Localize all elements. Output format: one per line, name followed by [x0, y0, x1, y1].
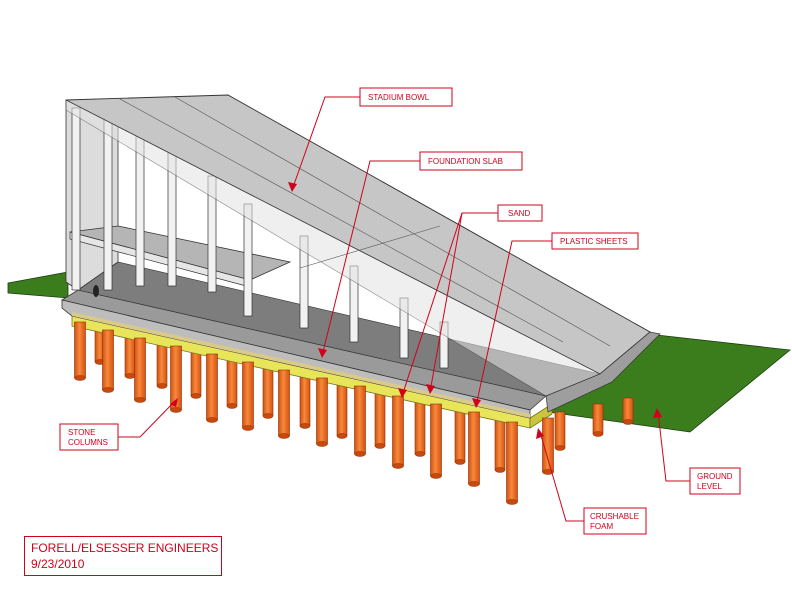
frame-column [103, 117, 113, 291]
stone-column [336, 377, 348, 439]
label-foundation-slab: FOUNDATION SLAB [428, 157, 503, 166]
person-figure [93, 285, 99, 297]
ground-plane-left [7, 271, 69, 299]
stone-column [134, 337, 146, 403]
callout-crushable-foam: CRUSHABLE FOAM [536, 428, 647, 535]
stone-column [622, 397, 634, 425]
stone-column [74, 321, 86, 381]
stone-column [242, 361, 254, 431]
label-sand: SAND [508, 209, 530, 218]
callout-ground-level: GROUND LEVEL [653, 408, 741, 495]
stone-column [392, 395, 404, 469]
bowl-seam-1 [119, 98, 564, 343]
engineer-credit-box: FORELL/ELSESSER ENGINEERS 9/23/2010 [24, 536, 222, 576]
stone-column [170, 345, 182, 413]
label-stone-columns-line1: STONE [68, 428, 95, 437]
callout-stadium-bowl: STADIUM BOWL [288, 87, 453, 192]
stone-column [102, 329, 114, 393]
label-stadium-bowl: STADIUM BOWL [368, 93, 430, 102]
stone-column [554, 411, 566, 451]
sand-layer [72, 312, 530, 418]
label-stone-columns-line2: COLUMNS [68, 438, 108, 447]
credit-date: 9/23/2010 [31, 557, 85, 571]
stone-column [542, 417, 554, 475]
stone-columns-front [74, 321, 554, 505]
callout-sand: SAND [398, 204, 543, 398]
stone-column [506, 421, 518, 505]
bowl-seam-cross [299, 225, 441, 269]
firm-name: FORELL/ELSESSER ENGINEERS [31, 541, 219, 555]
stone-column [354, 385, 366, 457]
stone-column [190, 345, 202, 399]
frame-columns [71, 107, 449, 369]
label-crushable-foam-line2: FOAM [590, 522, 613, 531]
label-ground-level-line2: LEVEL [697, 482, 722, 491]
bowl-seam-2 [174, 96, 611, 347]
crushable-foam-end [529, 403, 553, 429]
stone-column [468, 411, 480, 487]
frame-column [71, 107, 81, 291]
callout-stone-columns: STONE COLUMNS [59, 398, 178, 451]
label-crushable-foam-line1: CRUSHABLE [590, 512, 639, 521]
stone-column [454, 401, 466, 465]
callout-foundation-slab: FOUNDATION SLAB [318, 151, 523, 358]
bowl-end-strip [545, 331, 661, 413]
callout-plastic-sheets: PLASTIC SHEETS [472, 232, 639, 408]
stone-column [206, 353, 218, 423]
stone-column [430, 403, 442, 479]
label-plastic-sheets: PLASTIC SHEETS [560, 237, 628, 246]
stone-column [592, 403, 604, 437]
label-ground-level-line1: GROUND [697, 472, 733, 481]
stone-column [316, 377, 328, 447]
frame-column [243, 203, 253, 317]
stone-column [278, 369, 290, 439]
